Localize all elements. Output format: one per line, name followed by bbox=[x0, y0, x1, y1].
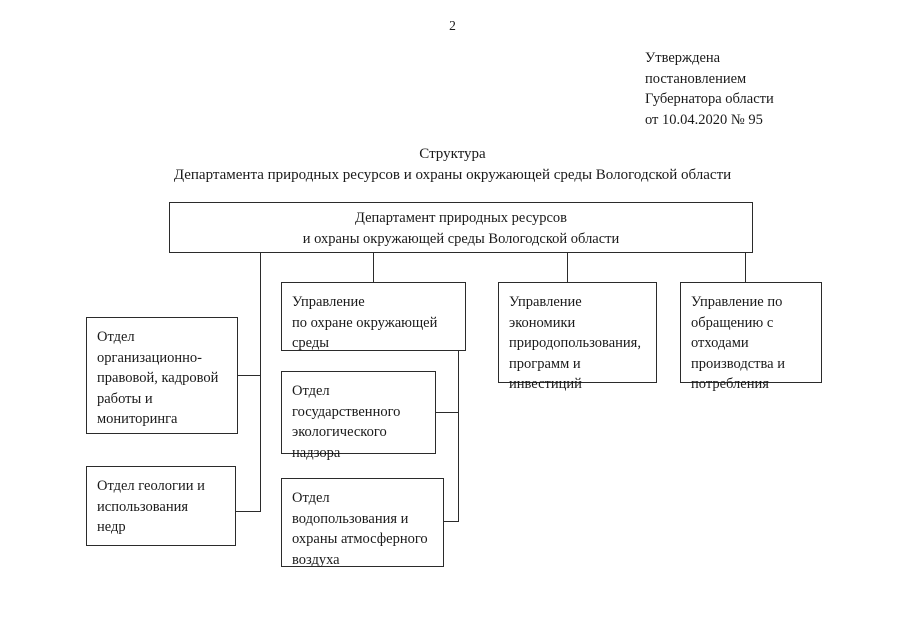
node-organizational-legal-department: Отдел организационно- правовой, кадровой… bbox=[86, 317, 238, 434]
page-title-line-2: Департамента природных ресурсов и охраны… bbox=[173, 167, 732, 183]
node-label: Отдел геологии и использования недр bbox=[97, 478, 205, 535]
connector-drop-economics bbox=[567, 252, 569, 283]
approval-line-1: Утверждена bbox=[645, 50, 721, 66]
connector-stub-organizational bbox=[238, 375, 261, 377]
connector-environment-spine bbox=[458, 351, 460, 522]
approval-line-2: постановлением bbox=[645, 70, 747, 87]
connector-stub-water bbox=[444, 521, 459, 523]
connector-drop-environment bbox=[373, 252, 375, 283]
approval-line-3: Губернатора области bbox=[645, 91, 774, 107]
node-label: Отдел организационно- правовой, кадровой… bbox=[97, 329, 219, 427]
approval-line-4: от 10.04.2020 № 95 bbox=[645, 111, 763, 128]
node-label: Управление экономики природопользования,… bbox=[509, 294, 641, 392]
approval-block: Утверждена постановлением Губернатора об… bbox=[645, 48, 774, 130]
node-water-use-air-protection-department: Отдел водопользования и охраны атмосферн… bbox=[281, 478, 444, 568]
node-label: Управление по обращению с отходами произ… bbox=[691, 294, 785, 392]
page-title-line-1: Структура bbox=[419, 146, 486, 162]
page-number: 2 bbox=[449, 18, 456, 33]
connector-left-spine bbox=[260, 252, 262, 512]
node-department-root: Департамент природных ресурсов и охраны … bbox=[169, 202, 753, 253]
page-title: Структура Департамента природных ресурсо… bbox=[0, 144, 905, 186]
connector-stub-supervision bbox=[436, 412, 459, 414]
node-label: Департамент природных ресурсов и охраны … bbox=[302, 210, 620, 247]
connector-stub-geology bbox=[236, 511, 261, 513]
node-label: Отдел государственного экологического на… bbox=[292, 383, 401, 461]
node-label: Управление по охране окружающей среды bbox=[292, 294, 438, 351]
node-environmental-protection-directorate: Управление по охране окружающей среды bbox=[281, 282, 466, 351]
node-label: Отдел водопользования и охраны атмосферн… bbox=[292, 490, 428, 568]
node-geology-department: Отдел геологии и использования недр bbox=[86, 466, 236, 546]
connector-drop-waste bbox=[745, 252, 747, 283]
node-economics-directorate: Управление экономики природопользования,… bbox=[498, 282, 657, 392]
node-waste-management-directorate: Управление по обращению с отходами произ… bbox=[680, 282, 822, 392]
node-environmental-supervision-department: Отдел государственного экологического на… bbox=[281, 371, 436, 461]
